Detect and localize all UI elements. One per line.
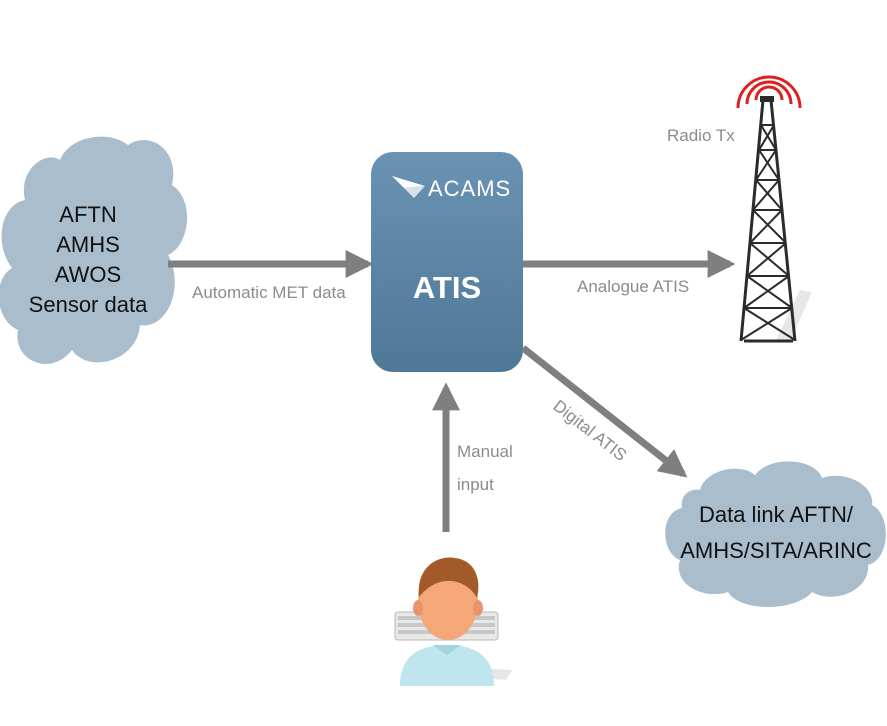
acams-logo: ACAMS xyxy=(392,176,511,201)
radio-tower: Radio Tx xyxy=(667,75,812,343)
label-manual-input-line2: input xyxy=(457,475,494,494)
atis-title: ATIS xyxy=(413,270,481,305)
cloud-line-awos: AWOS xyxy=(55,262,121,287)
datalink-line-1: Data link AFTN/ xyxy=(699,502,854,527)
label-manual-input-line1: Manual xyxy=(457,442,513,461)
sources-cloud: AFTN AMHS AWOS Sensor data xyxy=(0,136,187,364)
cloud-line-amhs: AMHS xyxy=(56,232,120,257)
arrow-analogue-atis: Analogue ATIS xyxy=(523,250,736,296)
arrow-automatic-met: Automatic MET data xyxy=(168,250,374,302)
atis-box: ACAMS ATIS xyxy=(371,152,523,372)
label-analogue-atis: Analogue ATIS xyxy=(577,277,689,296)
paper-plane-icon xyxy=(392,176,425,198)
cloud-line-aftn: AFTN xyxy=(59,202,116,227)
arrow-manual-input: Manual input xyxy=(432,382,513,532)
operator-avatar xyxy=(394,557,512,686)
radio-tx-label: Radio Tx xyxy=(667,126,735,145)
acams-logo-text: ACAMS xyxy=(428,176,511,201)
datalink-line-2: AMHS/SITA/ARINC xyxy=(680,538,872,563)
label-digital-atis: Digital ATIS xyxy=(550,396,631,465)
radio-signal-icon xyxy=(736,75,802,109)
arrow-digital-atis: Digital ATIS xyxy=(520,345,688,478)
cloud-line-sensor: Sensor data xyxy=(29,292,148,317)
datalink-cloud: Data link AFTN/ AMHS/SITA/ARINC xyxy=(665,461,886,607)
label-automatic-met: Automatic MET data xyxy=(192,283,346,302)
